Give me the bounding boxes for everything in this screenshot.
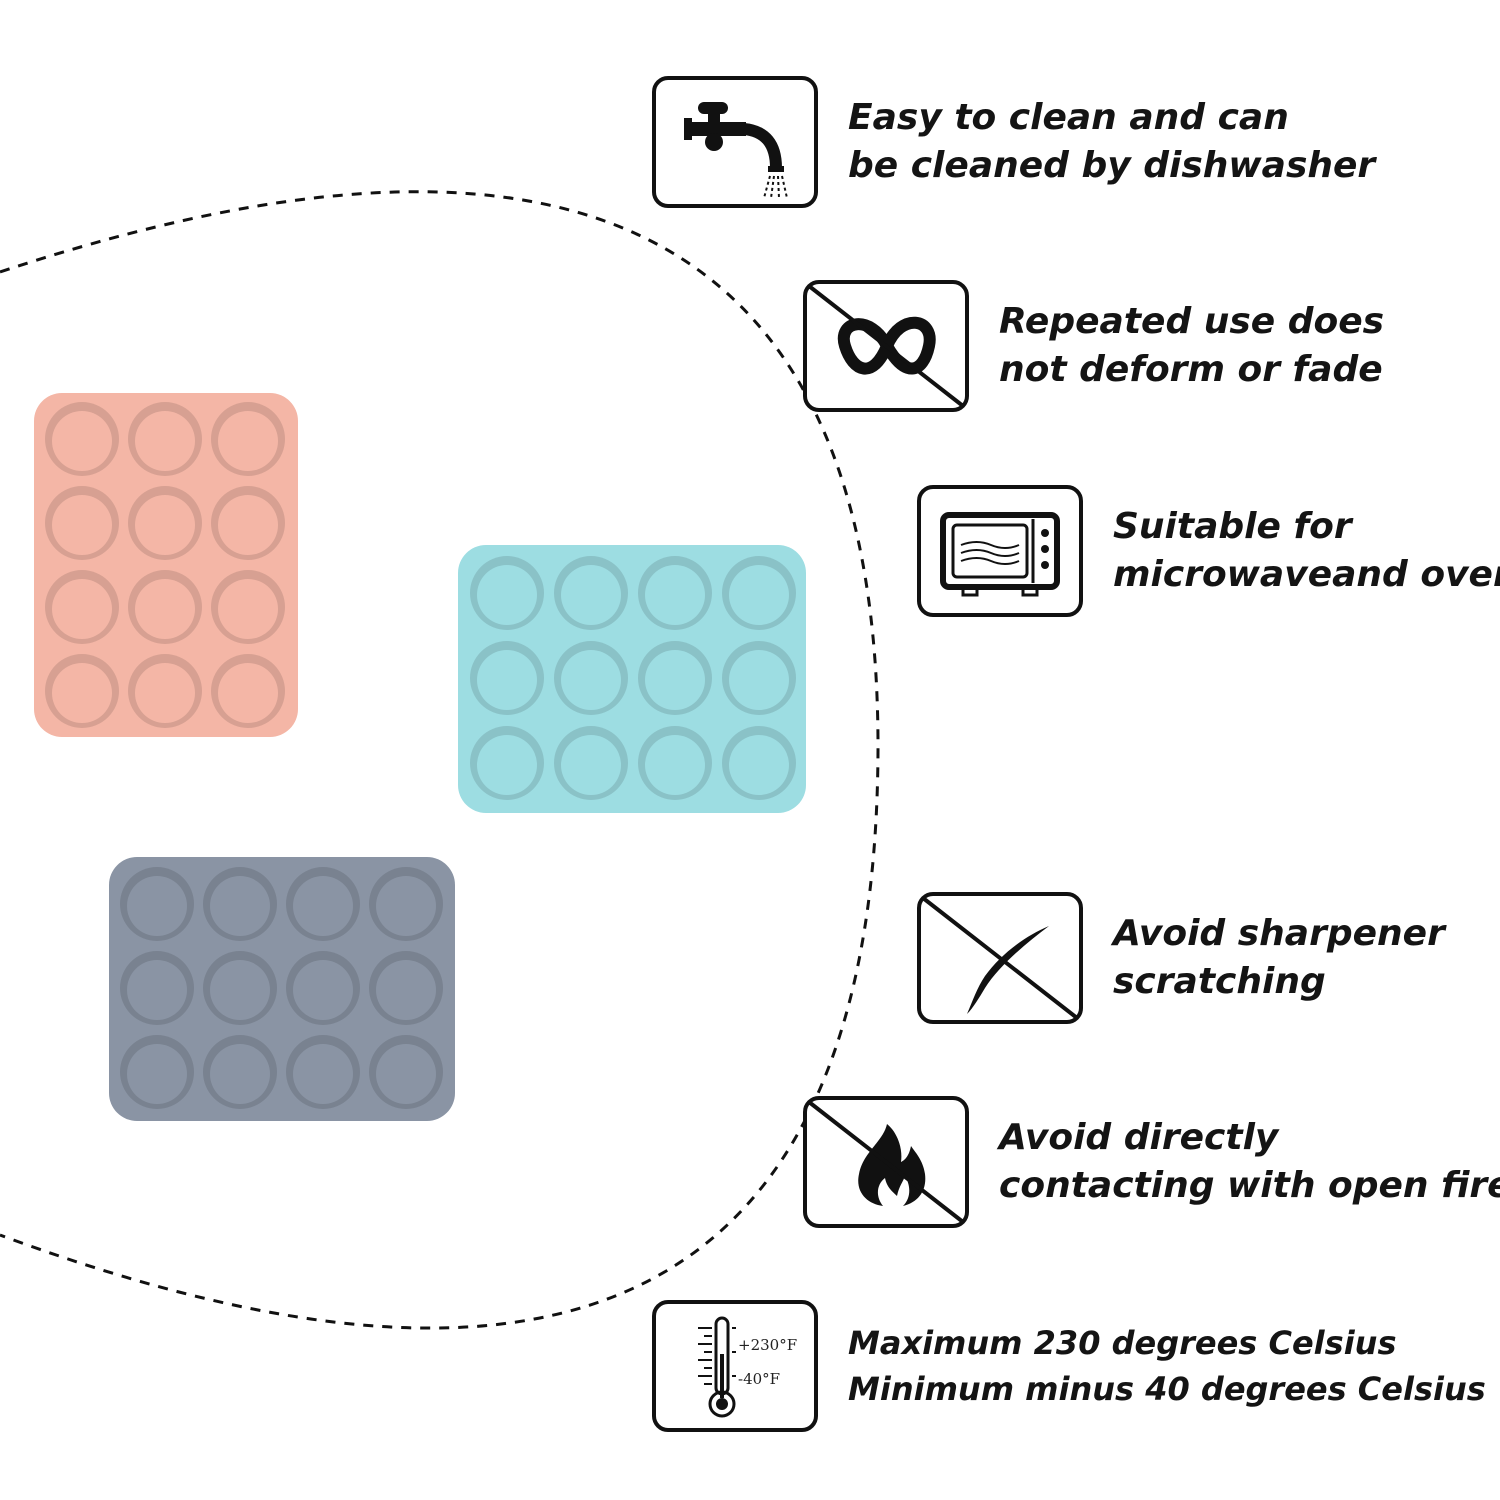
- no-deform-icon: [803, 280, 969, 412]
- feature-text-line1: Repeated use does: [999, 301, 1385, 342]
- feature-microwave: Suitable for microwaveand oven: [917, 485, 1500, 617]
- no-fire-icon: [803, 1096, 969, 1228]
- muffin-cup-base: [293, 1044, 353, 1104]
- muffin-cup-base: [127, 876, 187, 936]
- muffin-cup-base: [645, 565, 705, 625]
- muffin-cup-base: [645, 650, 705, 710]
- feature-text-line2: microwaveand oven: [1113, 554, 1500, 595]
- dashed-arc: [0, 190, 880, 1330]
- feature-text-line2: scratching: [1113, 961, 1326, 1002]
- muffin-cup-base: [135, 579, 195, 639]
- feature-text-line1: Avoid directly: [999, 1117, 1279, 1158]
- thermo-max-label: +230°F: [738, 1336, 797, 1354]
- muffin-cup-base: [477, 735, 537, 795]
- thermo-min-label: -40°F: [738, 1370, 780, 1388]
- feature-text-line2: not deform or fade: [999, 349, 1383, 390]
- muffin-cup-base: [135, 411, 195, 471]
- muffin-cup-base: [127, 1044, 187, 1104]
- faucet-icon: [652, 76, 818, 208]
- muffin-cup-base: [218, 663, 278, 723]
- feature-text-line1: Avoid sharpener: [1113, 913, 1445, 954]
- feature-no-deform: Repeated use does not deform or fade: [803, 280, 1384, 412]
- muffin-cup-base: [218, 579, 278, 639]
- muffin-cup-base: [376, 1044, 436, 1104]
- muffin-cup-base: [210, 876, 270, 936]
- muffin-cup-base: [218, 495, 278, 555]
- feature-text-line1: Easy to clean and can: [848, 97, 1289, 138]
- muffin-cup-base: [293, 876, 353, 936]
- feature-text-line2: contacting with open fire: [999, 1165, 1500, 1206]
- feature-text-line2: be cleaned by dishwasher: [848, 145, 1376, 186]
- feature-text-line1: Maximum 230 degrees Celsius: [848, 1324, 1397, 1362]
- muffin-cup-base: [135, 495, 195, 555]
- muffin-cup-base: [477, 650, 537, 710]
- muffin-cup-base: [218, 411, 278, 471]
- thermometer-icon: +230°F -40°F: [652, 1300, 818, 1432]
- muffin-cup-base: [52, 411, 112, 471]
- feature-dishwasher: Easy to clean and can be cleaned by dish…: [652, 76, 1375, 208]
- feature-no-knife: Avoid sharpener scratching: [917, 892, 1445, 1024]
- muffin-cup-base: [561, 565, 621, 625]
- tray-body: [109, 857, 455, 1121]
- muffin-cup-base: [293, 960, 353, 1020]
- muffin-cup-base: [127, 960, 187, 1020]
- muffin-cup-base: [729, 650, 789, 710]
- muffin-cup-base: [561, 735, 621, 795]
- pink-tray: [34, 393, 298, 737]
- muffin-cup-base: [52, 579, 112, 639]
- muffin-cup-base: [376, 876, 436, 936]
- feature-text-line1: Suitable for: [1113, 506, 1352, 547]
- tray-body: [34, 393, 298, 737]
- muffin-cup-base: [376, 960, 436, 1020]
- no-knife-icon: [917, 892, 1083, 1024]
- muffin-cup-base: [210, 1044, 270, 1104]
- muffin-cup-base: [729, 565, 789, 625]
- muffin-cup-base: [52, 495, 112, 555]
- muffin-cup-base: [52, 663, 112, 723]
- muffin-cup-base: [729, 735, 789, 795]
- blue-tray: [458, 545, 806, 813]
- muffin-cup-base: [135, 663, 195, 723]
- muffin-cup-base: [645, 735, 705, 795]
- gray-tray: [109, 857, 455, 1121]
- muffin-cup-base: [477, 565, 537, 625]
- feature-text-line2: Minimum minus 40 degrees Celsius: [848, 1370, 1486, 1408]
- muffin-cup-base: [210, 960, 270, 1020]
- muffin-cup-base: [561, 650, 621, 710]
- feature-temperature: +230°F -40°F Maximum 230 degrees Celsius…: [652, 1300, 1486, 1432]
- microwave-icon: [917, 485, 1083, 617]
- feature-no-fire: Avoid directly contacting with open fire: [803, 1096, 1500, 1228]
- tray-body: [458, 545, 806, 813]
